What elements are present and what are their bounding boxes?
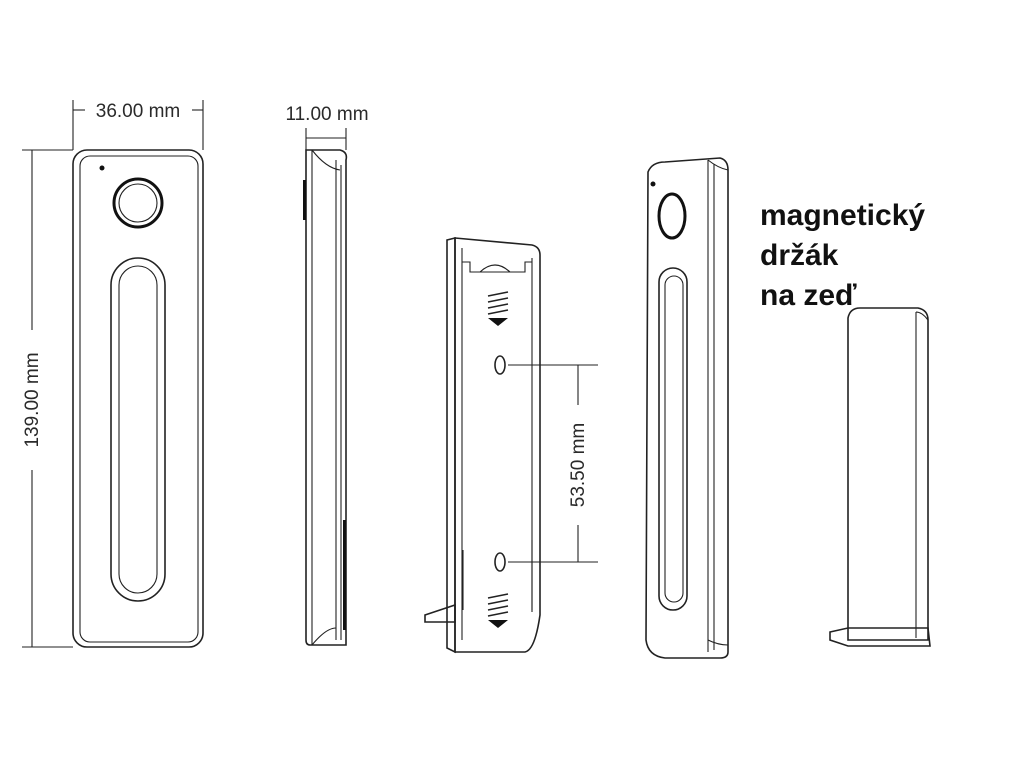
depth-label: 11.00 mm xyxy=(285,104,368,125)
perspective-led-icon xyxy=(650,181,656,187)
side-body-outline xyxy=(305,149,348,646)
front-body-inner-edge xyxy=(79,155,199,643)
fingerprint-sensor-icon xyxy=(112,177,164,229)
handle-slot-outer xyxy=(110,257,166,602)
depth-dimension: 11.00 mm xyxy=(285,104,369,150)
lower-release-grip-icon xyxy=(487,593,509,628)
back-view xyxy=(424,236,541,654)
side-view xyxy=(303,149,348,646)
perspective-view xyxy=(645,157,729,659)
width-dimension: 36.00 mm xyxy=(72,100,204,150)
wall-holder-base xyxy=(829,627,931,647)
height-dimension: 139.00 mm xyxy=(22,149,73,648)
height-label: 139.00 mm xyxy=(22,352,43,447)
back-body-outline xyxy=(454,237,541,653)
width-label: 36.00 mm xyxy=(96,101,180,122)
caption-line-1: magnetický xyxy=(760,199,926,232)
wall-holder xyxy=(829,307,931,647)
hole-spacing-dimension: 53.50 mm xyxy=(508,364,598,563)
back-mount-foot xyxy=(424,603,456,623)
caption-line-3: na zeď xyxy=(760,279,857,312)
indicator-led-icon xyxy=(99,165,105,171)
upper-release-grip-icon xyxy=(487,291,509,326)
lower-mounting-hole-icon xyxy=(494,552,506,572)
perspective-handle-slot xyxy=(658,267,688,611)
fingerprint-sensor-inner xyxy=(118,183,158,223)
perspective-body-outline xyxy=(645,157,729,659)
hole-spacing-label: 53.50 mm xyxy=(568,423,589,507)
handle-slot-inner xyxy=(118,265,158,594)
front-view xyxy=(72,149,204,648)
perspective-fingerprint-sensor-icon xyxy=(657,192,687,240)
front-body-outline xyxy=(72,149,204,648)
upper-mounting-hole-icon xyxy=(494,355,506,375)
caption-line-2: držák xyxy=(760,239,839,272)
